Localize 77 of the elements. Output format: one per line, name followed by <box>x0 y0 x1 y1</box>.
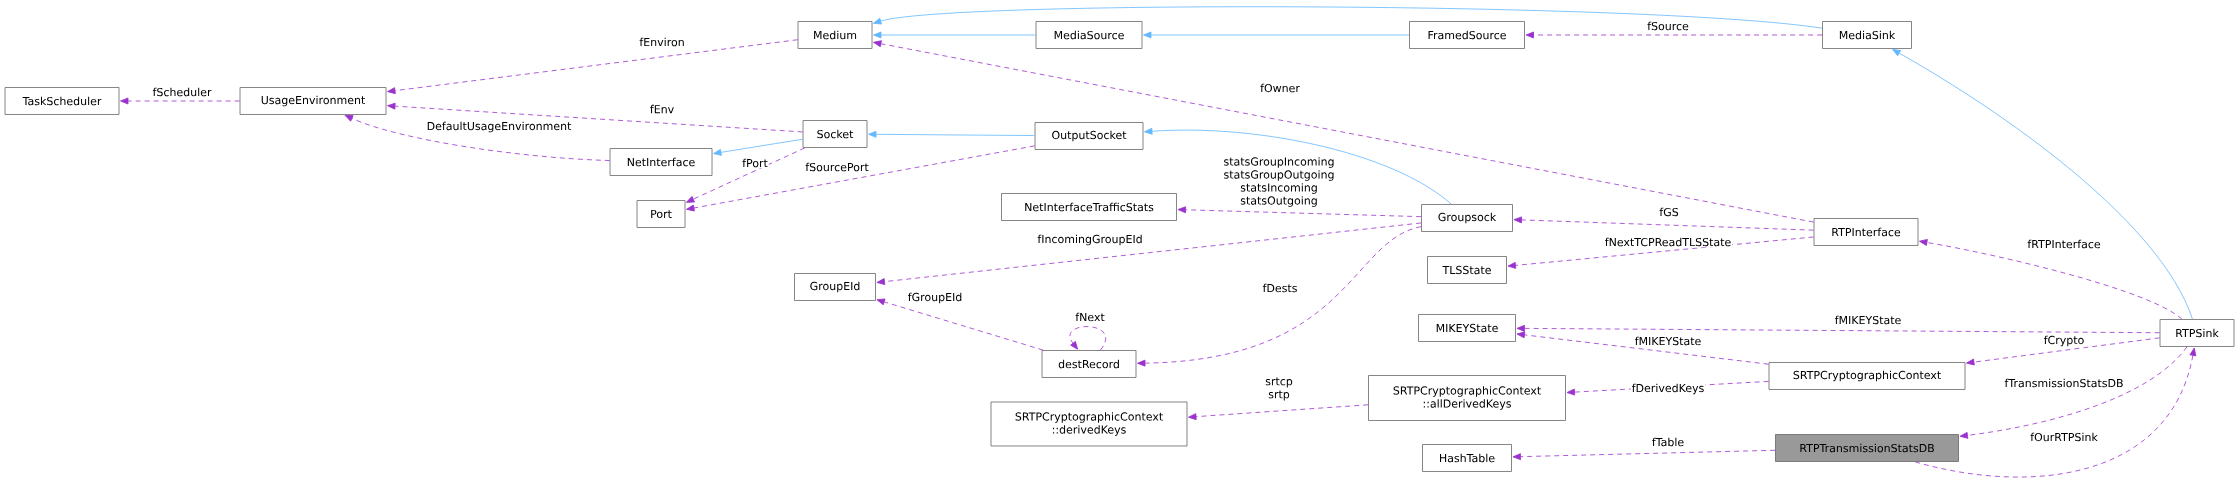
arrow <box>1914 347 2197 478</box>
arrow <box>1525 31 1823 39</box>
arrow <box>686 147 806 203</box>
arrow <box>1919 239 2183 320</box>
edge-label: fRTPInterface <box>2026 238 2102 250</box>
arrow <box>1513 216 1814 231</box>
edge-label: fTable <box>1650 436 1686 448</box>
arrow <box>387 39 798 95</box>
arrow <box>1188 404 1369 421</box>
inheritance-arrow <box>873 6 1823 29</box>
class-box: Port <box>636 200 686 228</box>
arrow <box>876 298 1044 351</box>
class-box: UsageEnvironment <box>239 87 387 115</box>
inheritance-arrow <box>713 138 803 156</box>
edge-label: fCrypto <box>2042 334 2086 348</box>
class-box: SRTPCryptographicContext ::allDerivedKeys <box>1368 375 1566 421</box>
class-box: HashTable <box>1422 444 1512 472</box>
arrow <box>686 145 1035 212</box>
edge-label: fSourcePort <box>804 161 870 173</box>
arrow <box>1069 326 1107 351</box>
class-box: NetInterfaceTrafficStats <box>1001 193 1177 221</box>
class-box: FramedSource <box>1409 21 1525 49</box>
edge-label: fScheduler <box>151 86 213 98</box>
arrow <box>1516 331 1769 365</box>
arrow <box>873 40 1814 223</box>
arrow <box>1137 226 1422 367</box>
class-box: MediaSource <box>1035 21 1143 49</box>
class-box: TLSState <box>1427 256 1507 284</box>
inheritance-arrow <box>1143 31 1410 39</box>
class-box: Socket <box>802 120 868 148</box>
edge-label: fNext <box>1074 311 1106 323</box>
class-box: Groupsock <box>1421 204 1513 232</box>
arrow <box>876 222 1422 285</box>
edge-label: fOurRTPSink <box>2029 431 2099 443</box>
class-box: OutputSocket <box>1034 122 1144 150</box>
class-box: RTPTransmissionStatsDB <box>1775 434 1959 462</box>
arrow <box>120 97 240 105</box>
arrow <box>387 102 803 133</box>
edge-label: fMIKEYState <box>1833 314 1903 326</box>
class-box: TaskScheduler <box>4 87 120 115</box>
edge-label: statsGroupIncoming statsGroupOutgoing statsIncoming statsOutgoing <box>1210 156 1348 208</box>
edge-label: fIncomingGroupEId <box>1036 233 1144 247</box>
class-box: SRTPCryptographicContext <box>1768 362 1966 390</box>
inheritance-arrow <box>873 31 1036 39</box>
arrow <box>1516 324 2160 334</box>
class-box: RTPInterface <box>1813 218 1919 246</box>
edge-label: fMIKEYState <box>1633 335 1703 347</box>
arrow <box>1507 236 1814 269</box>
edge-label: fNextTCPReadTLSState <box>1603 236 1733 248</box>
edge-label: fPort <box>741 157 769 169</box>
class-box: SRTPCryptographicContext ::derivedKeys <box>990 401 1188 447</box>
arrow <box>1959 346 2188 439</box>
class-box: MIKEYState <box>1418 314 1516 342</box>
class-box: GroupEId <box>794 273 876 301</box>
arrow <box>1512 449 1776 461</box>
arrow <box>344 114 610 161</box>
class-box: Medium <box>797 21 873 49</box>
edge-label: fTransmissionStatsDB <box>2003 377 2125 389</box>
class-box: RTPSink <box>2159 319 2235 347</box>
arrow <box>1177 206 1422 218</box>
edge-label: fEnviron <box>638 36 686 48</box>
arrow <box>1966 337 2160 366</box>
inheritance-arrow <box>868 130 1035 138</box>
edge-label: fEnv <box>648 103 676 115</box>
edge-label: fOwner <box>1259 82 1301 94</box>
edge-label: fDests <box>1261 282 1299 294</box>
inheritance-arrow <box>1144 127 1452 205</box>
edge-label: fGroupEId <box>906 291 964 305</box>
edge-label: DefaultUsageEnvironment <box>425 120 573 134</box>
edge-label: fGS <box>1658 206 1680 218</box>
class-box: MediaSink <box>1822 21 1912 49</box>
edge-label: fSource <box>1646 20 1690 32</box>
edge-label: srtcp srtp <box>1258 376 1300 402</box>
edge-label: fDerivedKeys <box>1630 382 1706 396</box>
class-box: destRecord <box>1041 350 1137 378</box>
inheritance-arrow <box>1892 49 2193 320</box>
class-box: NetInterface <box>609 148 713 176</box>
